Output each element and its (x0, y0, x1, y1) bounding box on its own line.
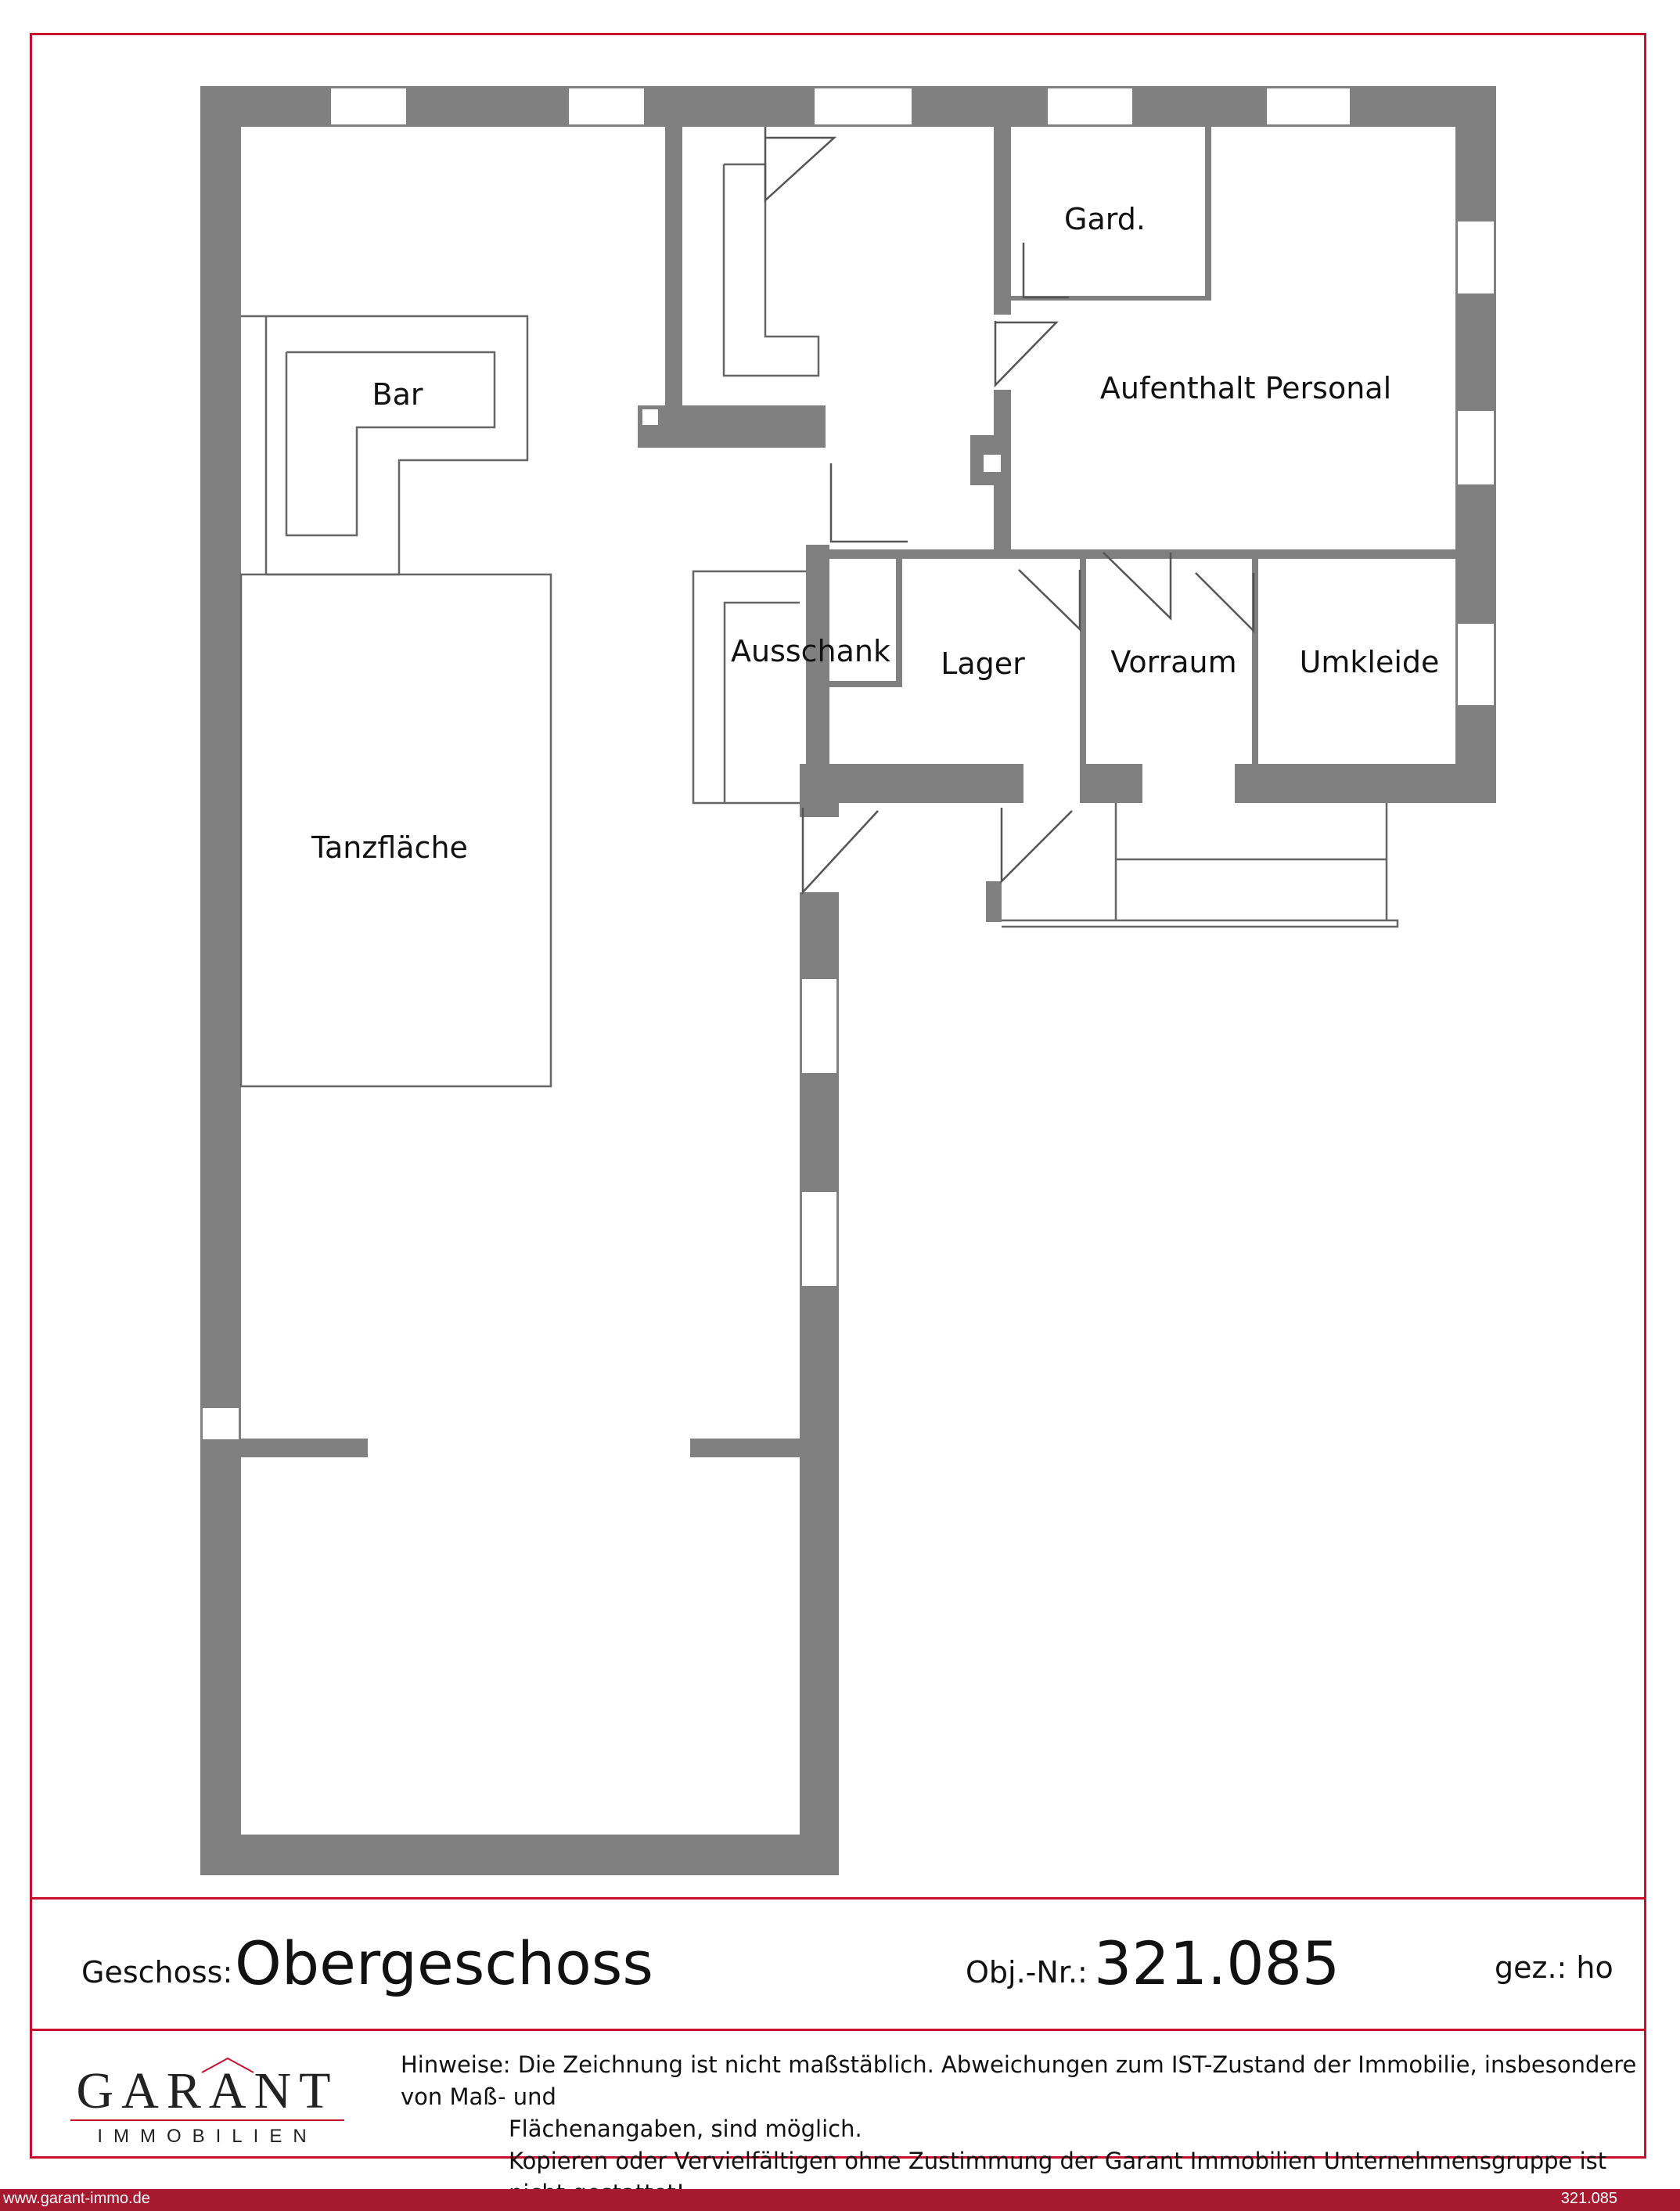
window-right-1 (1456, 220, 1495, 295)
door-8 (801, 808, 879, 895)
notes-label: Hinweise: (401, 2051, 511, 2078)
small-fixtures (641, 408, 1002, 474)
windows (201, 87, 1495, 1441)
window-hall-2 (800, 1190, 838, 1287)
room-label-vorraum: Vorraum (1110, 645, 1237, 679)
obj-value: 321.085 (1094, 1928, 1340, 1998)
window-top-2 (567, 87, 646, 126)
wall-int-15 (1252, 559, 1258, 786)
wall-int-6 (1011, 296, 1211, 301)
window-top-3 (813, 87, 913, 126)
door-9 (1000, 808, 1073, 884)
room-label-ausschank: Ausschank (730, 634, 891, 668)
wall-int-14 (1080, 764, 1142, 803)
wall-int-3 (994, 127, 1011, 315)
wall-left-lower (200, 1454, 241, 1875)
door-6 (1103, 552, 1172, 621)
wall-int-2 (638, 405, 826, 448)
wall-hall-divider-left (241, 1439, 368, 1457)
wall-int-7 (1205, 127, 1211, 301)
corridor-line (1002, 919, 1399, 928)
notes-line-1: Die Zeichnung ist nicht maßstäblich. Abw… (401, 2051, 1637, 2110)
door-3 (1022, 243, 1069, 299)
dance-floor-outline (239, 573, 552, 1088)
ausschank-outline (692, 570, 806, 805)
footer-ref: 321.085 (1560, 2190, 1617, 2207)
window-right-3 (1456, 622, 1495, 707)
door-7 (1195, 572, 1255, 634)
wall-hall-divider-right (690, 1439, 800, 1457)
drawn-by: gez.: ho (1495, 1950, 1613, 1985)
footer-url[interactable]: www.garant-immo.de (3, 2190, 150, 2207)
drawing-frame (30, 33, 1646, 2159)
column-1 (641, 408, 660, 427)
room-label-bar: Bar (372, 377, 423, 412)
window-left-1 (201, 1406, 240, 1441)
window-top-5 (1265, 87, 1351, 126)
floor-label: Geschoss: (81, 1955, 233, 1990)
notes-line-2: Flächenangaben, sind möglich. (509, 2116, 862, 2142)
notes: Hinweise: Die Zeichnung ist nicht maßstä… (401, 2049, 1637, 2209)
room-label-lager: Lager (941, 646, 1025, 681)
garant-logo: GARANT IMMOBILIEN (70, 2057, 344, 2151)
logo-word: GARANT (76, 2062, 339, 2119)
logo-roof-icon (201, 2057, 254, 2073)
window-top-4 (1046, 87, 1134, 126)
wall-int-10 (829, 681, 898, 687)
window-right-2 (1456, 409, 1495, 486)
room-label-tanzflaeche: Tanzfläche (311, 830, 468, 865)
door-5 (1018, 569, 1081, 632)
column-2 (982, 453, 1002, 474)
obj-label: Obj.-Nr.: (966, 1955, 1088, 1990)
wall-int-8 (806, 549, 1496, 559)
bar-counter-outer (241, 315, 529, 576)
wall-int-18 (986, 881, 1002, 922)
divider-top (30, 1897, 1646, 1900)
wall-bottom (200, 1835, 839, 1875)
door-1 (764, 127, 837, 203)
logo-sub: IMMOBILIEN (97, 2126, 318, 2147)
ausschank-inner (723, 601, 800, 803)
wall-int-1 (665, 127, 682, 424)
room-label-umkleide: Umkleide (1299, 645, 1440, 679)
wall-int-12 (800, 764, 1023, 803)
wall-int-17 (800, 892, 839, 908)
door-4 (994, 321, 1059, 388)
divider-bottom (30, 2029, 1646, 2031)
room-label-gard: Gard. (1064, 202, 1146, 236)
window-hall-1 (800, 978, 838, 1075)
wall-int-9 (806, 545, 829, 803)
doors (764, 127, 1255, 895)
window-top-1 (329, 87, 408, 126)
room-label-aufenthalt: Aufenthalt Personal (1099, 371, 1392, 405)
door-2 (829, 463, 908, 543)
logo-line (70, 2119, 344, 2121)
floor-value: Obergeschoss (235, 1928, 653, 1998)
footer-bar (0, 2189, 1680, 2211)
wall-int-13 (1080, 559, 1086, 803)
floor-plan (200, 86, 1496, 1875)
wall-int-16 (800, 803, 839, 817)
wall-bottom-right (1235, 764, 1496, 803)
bar-counter-inner (285, 351, 496, 537)
wall-int-11 (896, 559, 902, 687)
walls (200, 86, 1496, 1875)
